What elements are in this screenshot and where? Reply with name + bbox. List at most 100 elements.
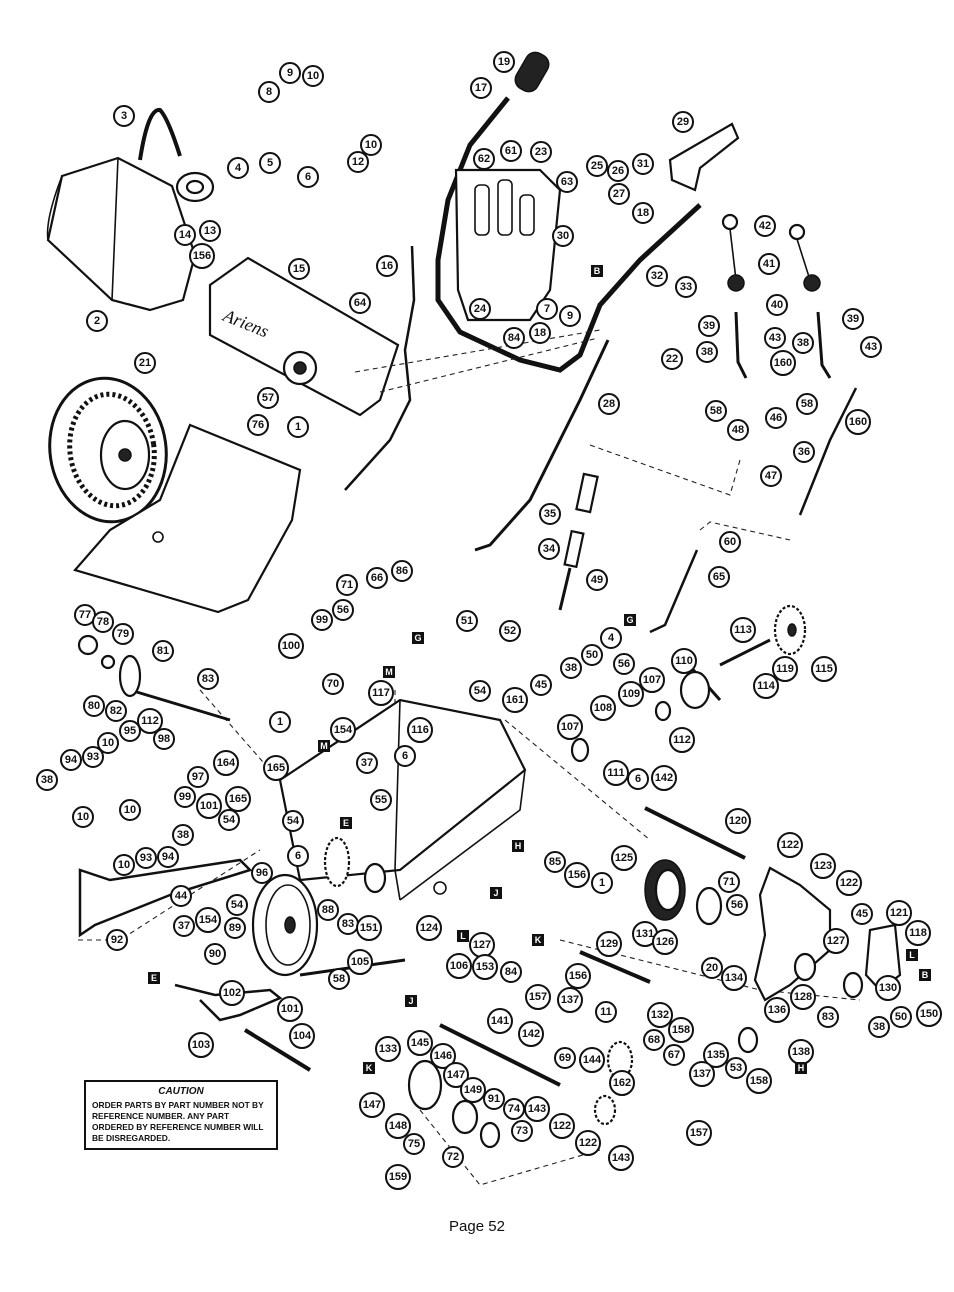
callout-55: 55 — [370, 789, 392, 811]
callout-154: 154 — [330, 717, 356, 743]
callout-124: 124 — [416, 915, 442, 941]
callout-75: 75 — [403, 1133, 425, 1155]
callout-112: 112 — [669, 727, 695, 753]
callout-148: 148 — [385, 1113, 411, 1139]
svg-text:148: 148 — [389, 1120, 407, 1132]
callout-6: 6 — [394, 745, 416, 767]
callout-99: 99 — [311, 609, 333, 631]
svg-text:52: 52 — [504, 625, 516, 637]
svg-text:31: 31 — [637, 158, 649, 170]
callout-126: 126 — [652, 929, 678, 955]
wheel-hub — [77, 634, 142, 698]
letter-tag-G: G — [412, 632, 424, 644]
callout-38: 38 — [792, 332, 814, 354]
callout-33: 33 — [675, 276, 697, 298]
callout-147: 147 — [443, 1062, 469, 1088]
svg-text:61: 61 — [505, 145, 517, 157]
svg-text:146: 146 — [434, 1050, 452, 1062]
letter-tag-M: M — [383, 666, 395, 678]
svg-text:16: 16 — [381, 260, 393, 272]
svg-text:15: 15 — [293, 263, 305, 275]
svg-text:93: 93 — [87, 751, 99, 763]
callout-122: 122 — [777, 832, 803, 858]
svg-text:107: 107 — [643, 674, 661, 686]
svg-text:18: 18 — [534, 327, 546, 339]
svg-text:40: 40 — [771, 299, 783, 311]
svg-text:96: 96 — [256, 867, 268, 879]
callout-156: 156 — [565, 963, 591, 989]
callout-10: 10 — [113, 854, 135, 876]
callout-89: 89 — [224, 917, 246, 939]
svg-text:72: 72 — [447, 1151, 459, 1163]
callout-158: 158 — [668, 1017, 694, 1043]
callout-45: 45 — [530, 674, 552, 696]
svg-text:47: 47 — [765, 470, 777, 482]
svg-text:4: 4 — [608, 632, 615, 644]
svg-text:43: 43 — [769, 332, 781, 344]
svg-text:122: 122 — [553, 1120, 571, 1132]
svg-text:77: 77 — [79, 609, 91, 621]
callout-30: 30 — [552, 225, 574, 247]
callout-159: 159 — [385, 1164, 411, 1190]
callout-6: 6 — [297, 166, 319, 188]
svg-text:141: 141 — [491, 1015, 509, 1027]
svg-text:157: 157 — [529, 991, 547, 1003]
svg-text:88: 88 — [322, 904, 334, 916]
svg-text:118: 118 — [909, 927, 927, 939]
letter-tag-E: E — [148, 972, 160, 984]
callout-114: 114 — [753, 673, 779, 699]
callout-12: 12 — [347, 151, 369, 173]
callout-108: 108 — [590, 695, 616, 721]
svg-text:162: 162 — [613, 1077, 631, 1089]
callout-17: 17 — [470, 77, 492, 99]
callout-71: 71 — [718, 871, 740, 893]
callout-157: 157 — [686, 1120, 712, 1146]
callout-95: 95 — [119, 720, 141, 742]
side-plate — [753, 866, 832, 1002]
letter-tag-K: K — [363, 1062, 375, 1074]
callout-38: 38 — [868, 1016, 890, 1038]
callout-53: 53 — [725, 1057, 747, 1079]
callout-23: 23 — [530, 141, 552, 163]
callout-24: 24 — [469, 298, 491, 320]
callout-83: 83 — [197, 668, 219, 690]
svg-text:158: 158 — [672, 1024, 690, 1036]
callout-93: 93 — [135, 847, 157, 869]
callout-109: 109 — [618, 681, 644, 707]
callout-11: 11 — [595, 1001, 617, 1023]
svg-text:86: 86 — [396, 565, 408, 577]
svg-text:94: 94 — [65, 754, 78, 766]
svg-text:95: 95 — [124, 725, 136, 737]
letter-tag-L: L — [457, 930, 469, 942]
callout-107: 107 — [639, 667, 665, 693]
svg-text:3: 3 — [121, 110, 127, 122]
svg-text:154: 154 — [334, 724, 353, 736]
svg-text:112: 112 — [673, 734, 691, 746]
callout-18: 18 — [529, 322, 551, 344]
callout-157: 157 — [525, 984, 551, 1010]
callout-37: 37 — [173, 915, 195, 937]
callout-71: 71 — [336, 574, 358, 596]
svg-text:54: 54 — [474, 685, 487, 697]
svg-text:28: 28 — [603, 398, 615, 410]
svg-text:33: 33 — [680, 281, 692, 293]
callout-110: 110 — [671, 648, 697, 674]
svg-text:135: 135 — [707, 1049, 725, 1061]
callout-107: 107 — [557, 714, 583, 740]
callout-54: 54 — [218, 809, 240, 831]
callout-160: 160 — [845, 409, 871, 435]
svg-text:110: 110 — [675, 655, 693, 667]
callout-61: 61 — [500, 140, 522, 162]
svg-text:51: 51 — [461, 615, 473, 627]
svg-text:108: 108 — [594, 702, 612, 714]
callout-82: 82 — [105, 700, 127, 722]
callout-29: 29 — [672, 111, 694, 133]
callout-113: 113 — [730, 617, 756, 643]
svg-text:79: 79 — [117, 628, 129, 640]
belt-cover — [46, 156, 197, 312]
callout-9: 9 — [559, 305, 581, 327]
svg-text:7: 7 — [544, 303, 550, 315]
lever-left — [734, 311, 748, 379]
